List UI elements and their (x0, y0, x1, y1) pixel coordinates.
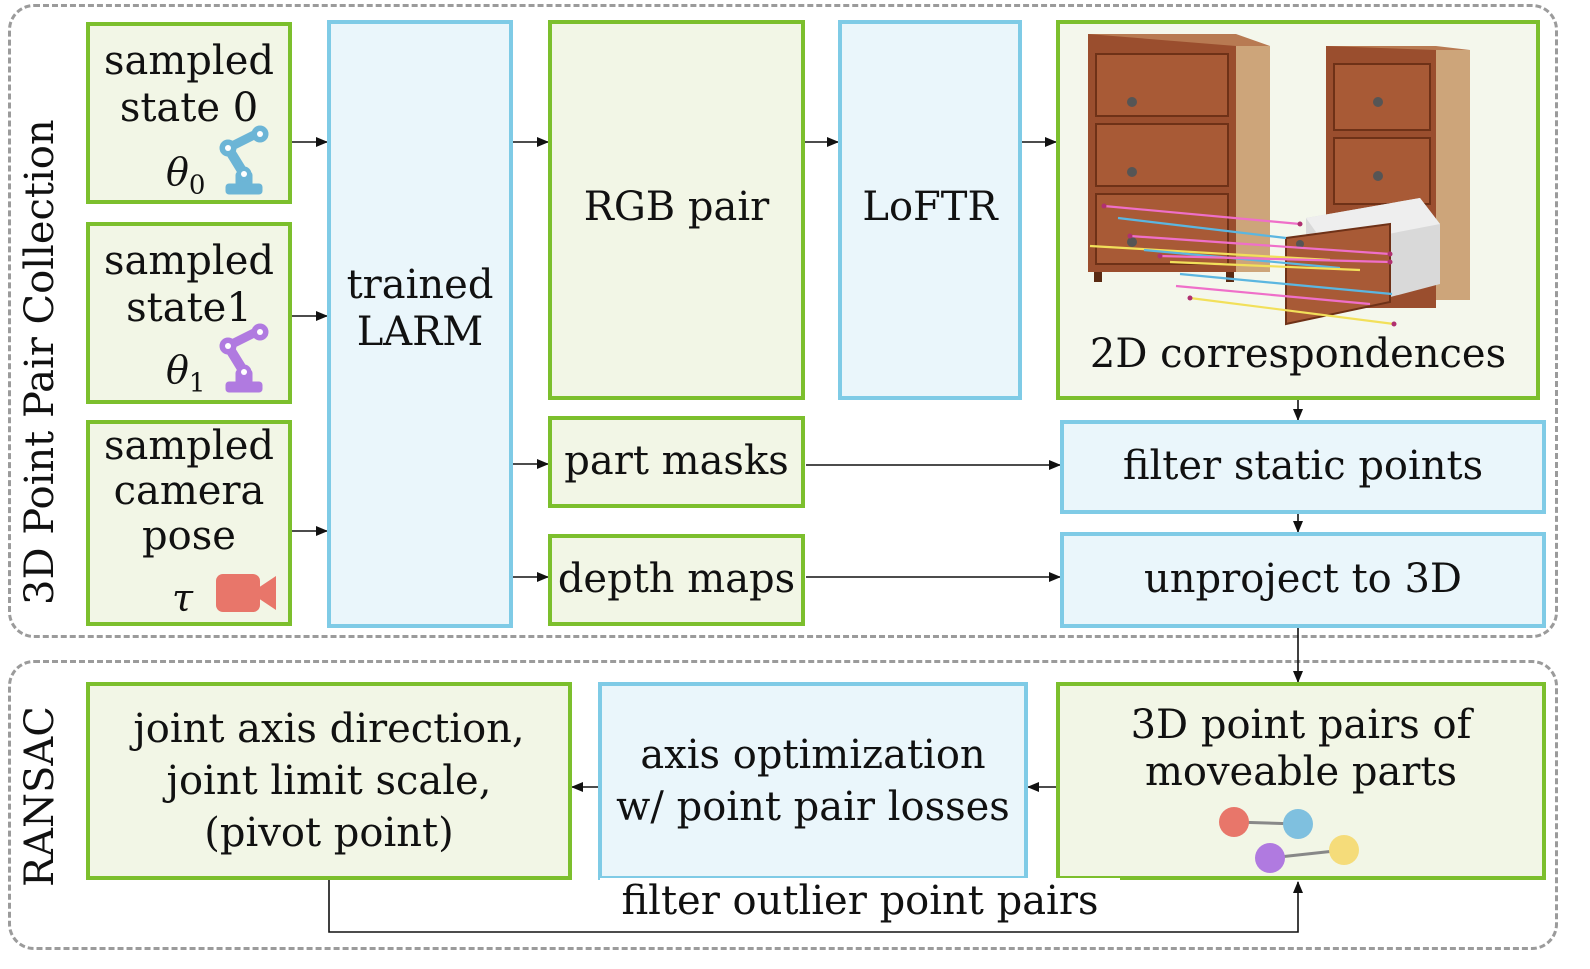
theta-0-letter: θ (166, 150, 189, 194)
unproject-to-3d-text: unproject to 3D (1144, 556, 1462, 603)
part-masks: part masks (548, 416, 805, 508)
theta-1-symbol: θ1 (166, 348, 205, 399)
trained-larm-text: trained LARM (346, 261, 494, 355)
unproject-to-3d: unproject to 3D (1060, 532, 1546, 628)
input-state-1: sampled state1 (86, 222, 292, 404)
joint-parameters-result: joint axis direction, joint limit scale,… (86, 682, 572, 880)
collection-group (8, 4, 1558, 638)
3d-point-pairs-text: 3D point pairs of moveable parts (1130, 702, 1472, 796)
drawer-correspondence-illustration (1088, 34, 1470, 327)
input-state-0: sampled state 0 (86, 22, 292, 204)
robot-arm-icon (219, 125, 269, 195)
arrow-outlier-loop (328, 880, 1303, 933)
theta-0-symbol: θ0 (166, 150, 205, 201)
theta-0-subscript: 0 (188, 170, 206, 201)
depth-maps: depth maps (548, 534, 805, 626)
2d-correspondences-text: 2D correspondences (1089, 330, 1507, 377)
tau-symbol: τ (172, 576, 194, 620)
filter-static-points: filter static points (1060, 420, 1546, 514)
cabinet-closed-icon (1088, 34, 1270, 282)
depth-maps-text: depth maps (557, 556, 796, 603)
joint-parameters-result-text: joint axis direction, joint limit scale,… (133, 706, 525, 856)
axis-optimization-text: axis optimization w/ point pair losses (616, 732, 1010, 830)
video-camera-icon (216, 574, 276, 612)
part-masks-text: part masks (564, 438, 789, 485)
axis-optimization: axis optimization w/ point pair losses (598, 682, 1028, 880)
loftr-text: LoFTR (862, 184, 998, 230)
input-state-0-text: sampled state 0 (104, 38, 274, 132)
cabinet-open-icon (1285, 46, 1470, 326)
input-state-1-text: sampled state1 (104, 238, 274, 332)
theta-1-subscript: 1 (188, 368, 206, 399)
3d-point-pairs: 3D point pairs of moveable parts (1056, 682, 1546, 880)
rgb-pair: RGB pair (548, 20, 805, 400)
filter-static-points-text: filter static points (1122, 443, 1484, 490)
theta-1-letter: θ (166, 348, 189, 392)
filter-outlier-label: filter outlier point pairs (600, 878, 1120, 924)
robot-arm-icon (219, 323, 269, 393)
loftr: LoFTR (838, 20, 1022, 400)
rgb-pair-text: RGB pair (583, 184, 770, 230)
ransac-group (8, 660, 1558, 950)
trained-larm: trained LARM (327, 20, 513, 628)
point-pairs-icon (1219, 807, 1359, 873)
input-camera-pose-text: sampled camera pose (104, 423, 274, 559)
